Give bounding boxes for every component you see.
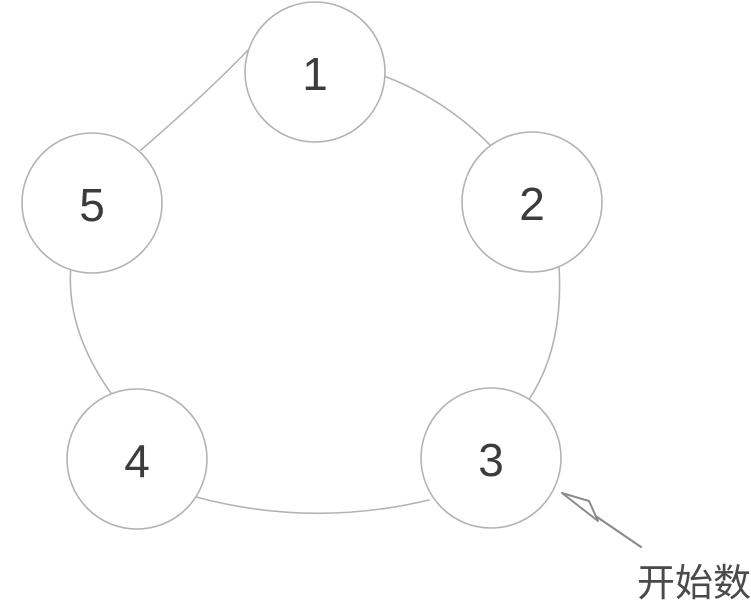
node-4[interactable]: 4 [66,388,208,530]
edge-1-to-2 [383,75,494,149]
node-3-circle[interactable] [420,387,562,529]
start-pointer-arrow [561,492,643,549]
edge-group [69,47,561,515]
arrow-head-icon [561,492,599,522]
edge-2-to-3 [527,265,561,402]
node-3[interactable]: 3 [420,387,562,529]
node-2-label: 2 [519,178,545,230]
node-1-circle[interactable] [244,1,386,143]
node-4-label: 4 [124,435,150,487]
node-5-label: 5 [79,179,105,231]
node-5-circle[interactable] [21,132,163,274]
start-number-label: 开始数 [637,561,751,603]
node-3-label: 3 [478,434,504,486]
node-1[interactable]: 1 [244,1,386,143]
edge-5-to-1 [140,47,251,151]
node-2[interactable]: 2 [461,131,603,273]
node-4-circle[interactable] [66,388,208,530]
node-2-circle[interactable] [461,131,603,273]
node-5[interactable]: 5 [21,132,163,274]
node-1-label: 1 [302,48,328,100]
edge-3-to-4 [195,496,430,515]
edge-4-to-5 [69,264,114,397]
